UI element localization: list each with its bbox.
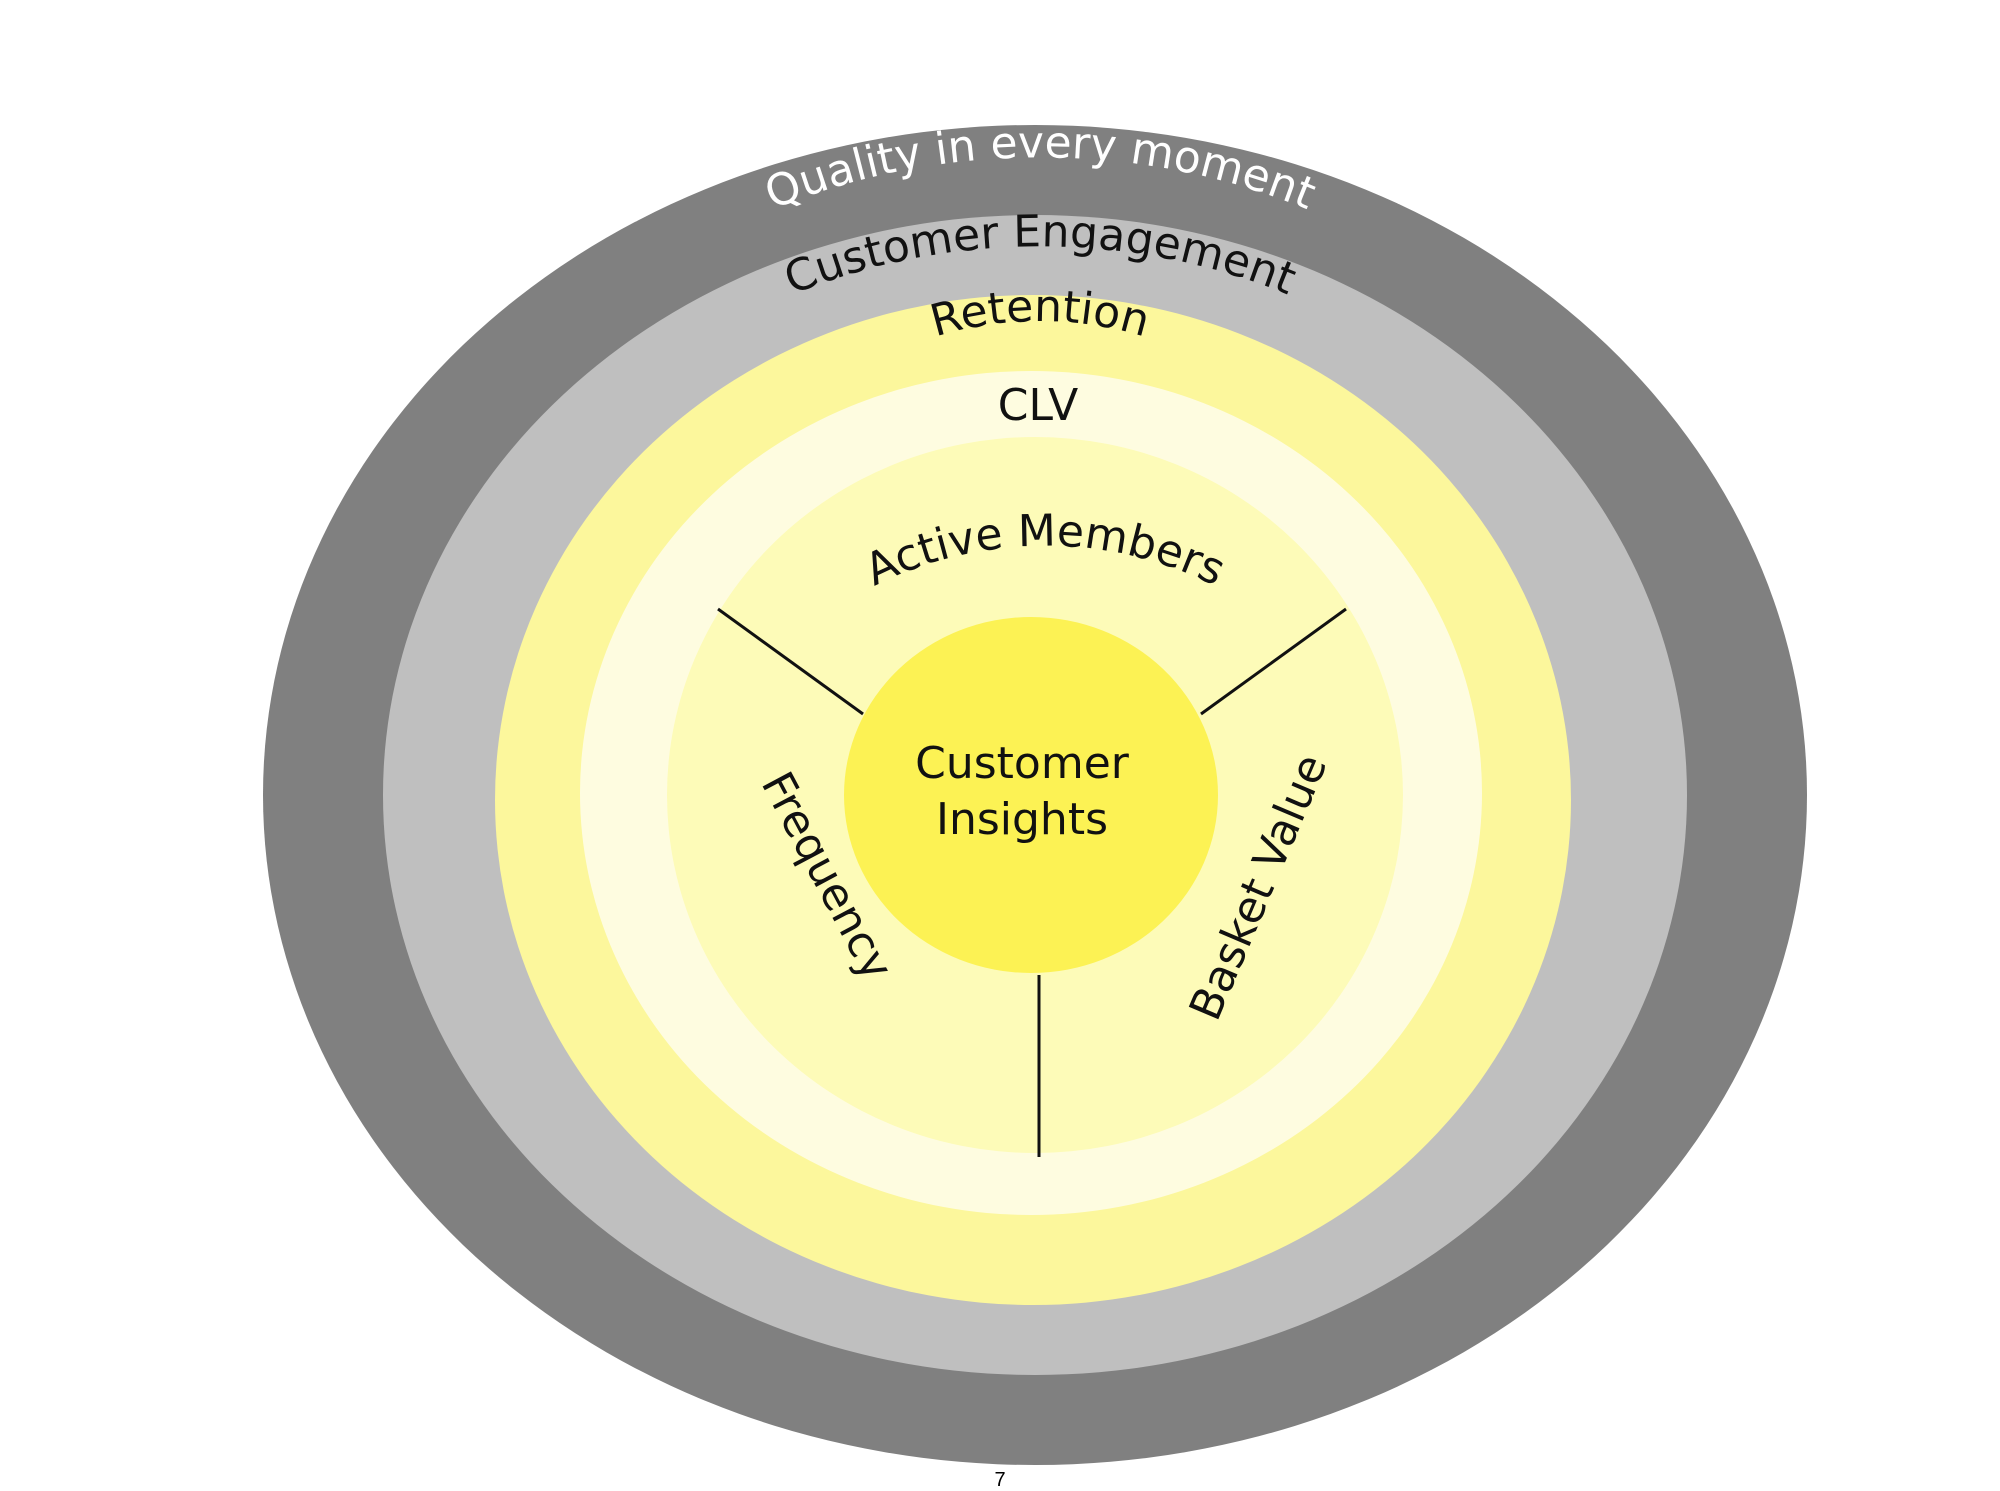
divider-line-right (1200, 607, 1347, 716)
center-label-line1: Customer (915, 738, 1130, 789)
page-number: 7 (994, 1469, 1006, 1491)
clv-label: CLV (998, 380, 1079, 431)
center-label-line2: Insights (936, 794, 1108, 845)
divider-line-left (717, 607, 864, 716)
center-circle (844, 617, 1218, 973)
